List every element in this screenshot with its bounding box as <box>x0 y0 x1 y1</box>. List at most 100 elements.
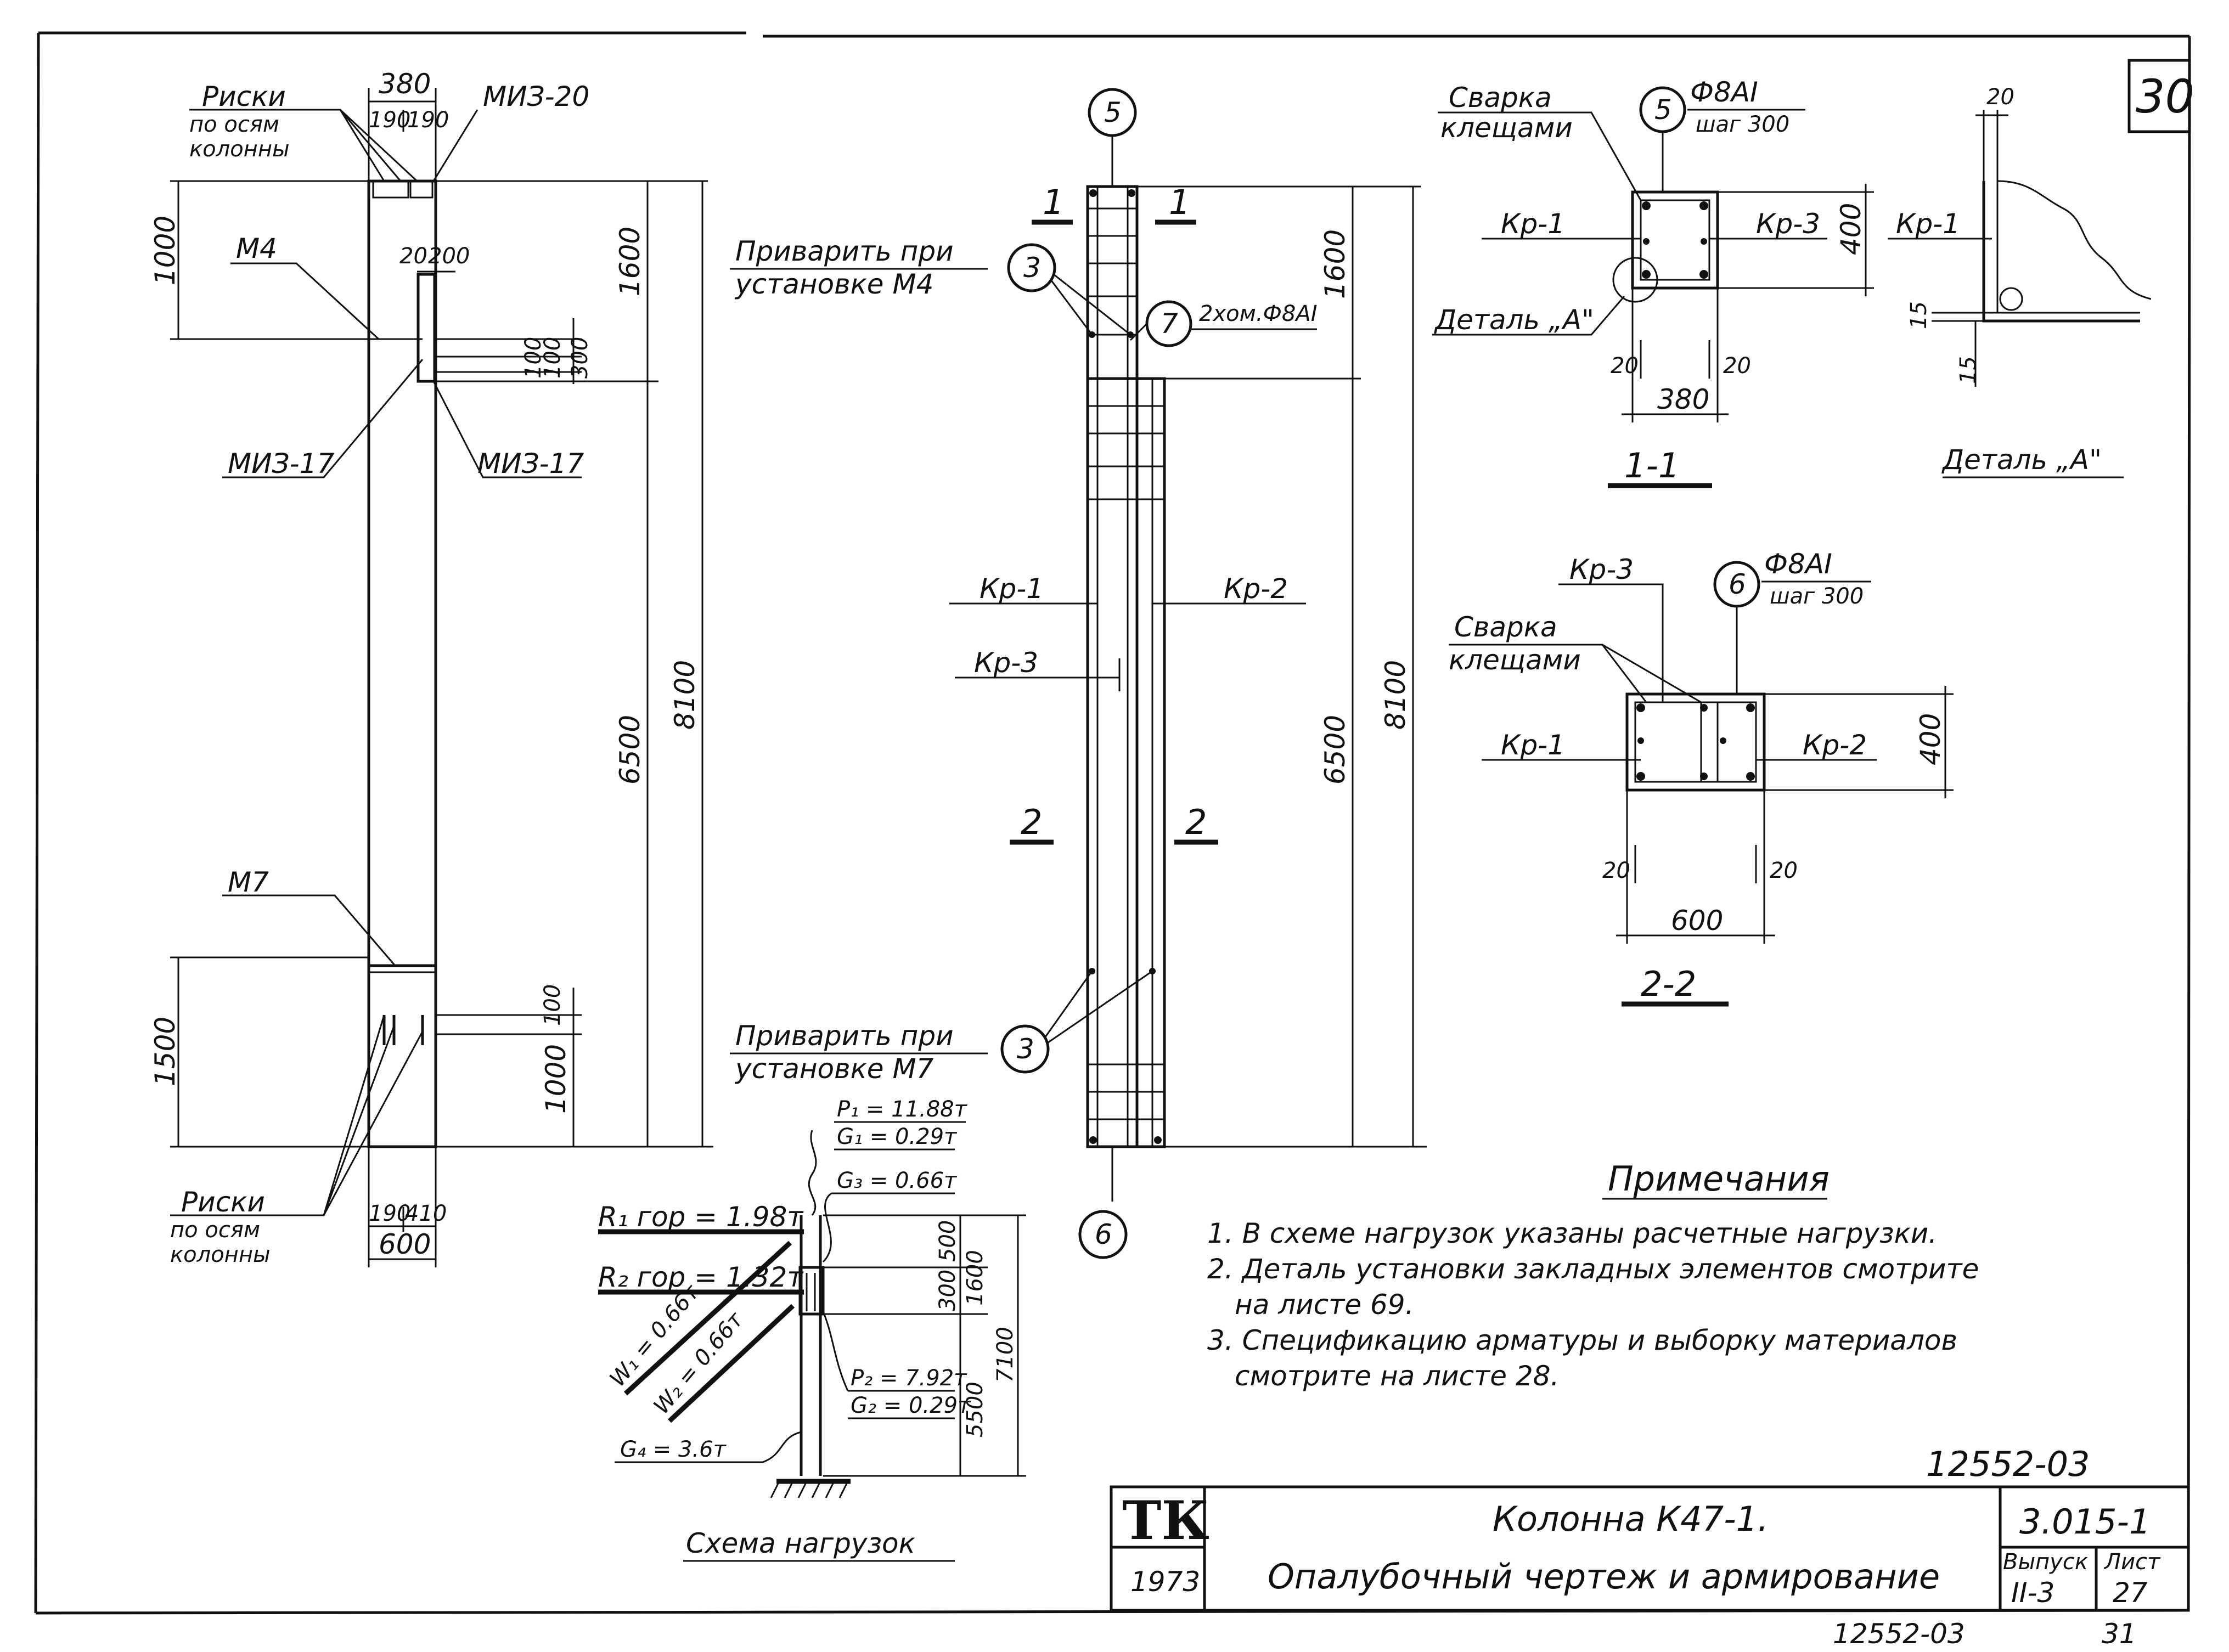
page-number-bottom: 31 <box>2102 1618 2137 1650</box>
miz17-right-label: МИЗ-17 <box>477 448 584 480</box>
riski-bottom-sub1: по осям <box>170 1217 260 1243</box>
left-dim-190c: 190 <box>369 1201 410 1226</box>
center-dim-8100: 8100 <box>1380 660 1411 730</box>
riski-top-sub1: по осям <box>189 112 279 137</box>
s22-dim-20b: 20 <box>1770 858 1798 883</box>
weld-m7-line2: установке М7 <box>734 1053 934 1085</box>
load-scheme: P₁ = 11.88т G₁ = 0.29т G₃ = 0.66т R₁ гор… <box>598 1097 1026 1562</box>
mark-3a-circle <box>1007 243 1056 292</box>
load-p1: P₁ = 11.88т <box>837 1097 968 1122</box>
center-dim-1600: 1600 <box>1319 229 1351 299</box>
s22-kr1: Кр-1 <box>1501 729 1565 761</box>
weld-m7-line1: Приварить при <box>735 1020 954 1052</box>
left-elevation-view: Риски по осям колонны 380 190 190 МИЗ-20… <box>149 68 713 1267</box>
load-dim-5500: 5500 <box>962 1382 988 1437</box>
title-vypusk: II-3 <box>2011 1577 2054 1609</box>
center-kr3: Кр-3 <box>974 647 1038 679</box>
miz20-label: МИЗ-20 <box>483 81 589 112</box>
left-dim-200: 200 <box>428 244 470 269</box>
center-kr1: Кр-1 <box>980 573 1044 605</box>
section-2-2-outline <box>1625 692 1766 792</box>
m7-label: М7 <box>228 866 269 898</box>
riski-bottom-sub2: колонны <box>170 1242 271 1267</box>
detail-a-dim-15b: 15 <box>1956 356 1981 384</box>
s11-svarka-2: клещами <box>1440 112 1573 144</box>
s22-rebar: Ф8АI <box>1764 548 1832 580</box>
tk-logo: ТК <box>1122 1490 1209 1552</box>
s22-kr3: Кр-3 <box>1569 554 1634 585</box>
load-g2: G₂ = 0.29т <box>851 1393 971 1418</box>
title-year: 1973 <box>1130 1566 1200 1598</box>
load-p2: P₂ = 7.92т <box>851 1366 967 1391</box>
reinforcement-cage-upper <box>1086 185 1139 1148</box>
s22-kr2: Кр-2 <box>1803 729 1867 761</box>
load-dim-500: 500 <box>935 1220 960 1262</box>
note-3b: смотрите на листе 28. <box>1235 1360 1559 1392</box>
s22-dim-600: 600 <box>1671 905 1723 937</box>
s11-rebar: Ф8АI <box>1690 76 1758 108</box>
section-2-left: 2 <box>1021 802 1042 842</box>
left-dim-100c: 100 <box>540 984 565 1026</box>
sheet-number: 30 <box>2136 70 2194 123</box>
title-list: 27 <box>2113 1577 2148 1609</box>
center-reinforcement-view: 5 6 1 1 2 2 Приварить при установке М4 3… <box>730 88 1427 1259</box>
left-dim-300: 300 <box>567 337 593 379</box>
section-1-right: 1 <box>1169 182 1190 222</box>
mark-5-circle <box>1088 88 1137 137</box>
title-list-label: Лист <box>2103 1549 2161 1575</box>
s11-svarka-1: Сварка <box>1449 82 1552 114</box>
s11-dim-20b: 20 <box>1723 353 1751 379</box>
detail-a-kr1: Кр-1 <box>1896 208 1960 240</box>
center-kr2: Кр-2 <box>1224 573 1288 605</box>
s11-kr3: Кр-3 <box>1756 208 1820 240</box>
load-dim-7100: 7100 <box>993 1327 1018 1383</box>
detail-a-title: Деталь „А" <box>1941 444 2102 476</box>
load-dim-300: 300 <box>935 1270 960 1311</box>
s22-mark: 6 <box>1729 568 1746 600</box>
left-dim-1500: 1500 <box>149 1017 181 1086</box>
note-3a: 3. Спецификацию арматуры и выборку матер… <box>1207 1324 1957 1356</box>
inventory-number-bottom: 12552-03 <box>1833 1618 1965 1650</box>
weld-m4-line2: установке М4 <box>734 268 933 300</box>
s11-title: 1-1 <box>1624 446 1680 486</box>
s22-dim-20a: 20 <box>1602 858 1630 883</box>
riski-top-sub2: колонны <box>189 137 290 162</box>
mark-7-label: 2хом.Ф8АI <box>1199 301 1318 326</box>
s11-mark: 5 <box>1654 94 1672 126</box>
s11-dim-20a: 20 <box>1611 353 1639 379</box>
notes-title: Примечания <box>1608 1159 1830 1199</box>
note-2b: на листе 69. <box>1235 1289 1414 1321</box>
mark-3b: 3 <box>1017 1033 1034 1065</box>
title-series: 3.015-1 <box>2019 1502 2151 1542</box>
m4-label: М4 <box>236 233 277 264</box>
left-dim-380: 380 <box>379 68 431 100</box>
mark-3a: 3 <box>1023 252 1041 284</box>
left-dim-6500: 6500 <box>614 715 646 785</box>
riski-bottom-label: Риски <box>181 1186 265 1218</box>
left-dim-100a: 100 <box>521 337 546 379</box>
s22-title: 2-2 <box>1641 964 1696 1004</box>
title-line-2: Опалубочный чертеж и армирование <box>1268 1557 1940 1597</box>
section-2-2: Кр-3 6 Ф8АI шаг 300 Сварка клещами Кр-1 … <box>1449 548 1954 1007</box>
load-r1: R₁ гор = 1.98т <box>598 1201 804 1233</box>
title-vypusk-label: Выпуск <box>2003 1549 2088 1575</box>
mark-7: 7 <box>1161 308 1178 340</box>
section-2-right: 2 <box>1185 802 1207 842</box>
column-outline <box>367 179 437 1148</box>
title-block: ТК 1973 Колонна К47-1. Опалубочный черте… <box>1110 1485 2190 1612</box>
s11-dim-400: 400 <box>1835 203 1867 255</box>
section-1-left: 1 <box>1043 182 1064 222</box>
notes: Примечания 1. В схеме нагрузок указаны р… <box>1207 1159 1979 1392</box>
mark-6-circle <box>1078 1210 1128 1259</box>
load-scheme-title: Схема нагрузок <box>686 1527 915 1559</box>
s22-svarka-1: Сварка <box>1454 611 1557 643</box>
mark-5: 5 <box>1104 97 1122 128</box>
note-2a: 2. Деталь установки закладных элементов … <box>1207 1253 1979 1285</box>
riski-top-label: Риски <box>202 81 286 112</box>
detail-a-dim-20: 20 <box>1986 84 2014 110</box>
load-r2: R₂ гор = 1.32т <box>598 1261 804 1293</box>
mark-3b-circle <box>1000 1024 1050 1074</box>
s22-step: шаг 300 <box>1770 584 1864 609</box>
load-g4: G₄ = 3.6т <box>620 1437 727 1462</box>
